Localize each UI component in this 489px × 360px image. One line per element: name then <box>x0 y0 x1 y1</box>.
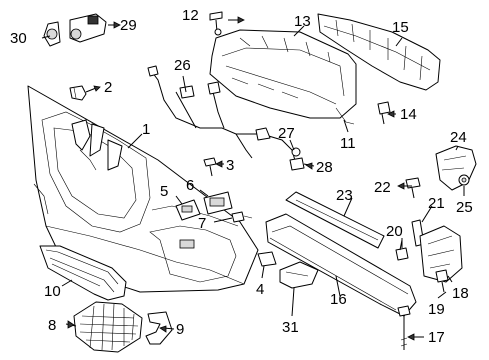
bracket-5[interactable] <box>175 199 201 221</box>
bumper-cover[interactable] <box>27 85 259 293</box>
retainer-clip[interactable] <box>257 251 277 267</box>
callout-25[interactable]: 25 <box>456 199 473 216</box>
callout-17[interactable]: 17 <box>428 329 445 346</box>
callout-12[interactable]: 12 <box>182 7 199 24</box>
push-pin[interactable] <box>209 11 223 36</box>
callout-4[interactable]: 4 <box>256 281 264 298</box>
callout-20[interactable]: 20 <box>386 223 403 240</box>
bolt-19[interactable] <box>435 269 449 293</box>
callout-19[interactable]: 19 <box>428 301 445 318</box>
callout-10[interactable]: 10 <box>44 283 61 300</box>
callout-26[interactable]: 26 <box>174 57 191 74</box>
sensor-bracket[interactable] <box>43 21 61 47</box>
callout-22[interactable]: 22 <box>374 179 391 196</box>
callout-1[interactable]: 1 <box>142 121 150 138</box>
bracket-7[interactable] <box>231 211 253 223</box>
fog-lamp-bracket[interactable] <box>145 311 173 345</box>
callout-7[interactable]: 7 <box>198 215 206 232</box>
callout-23[interactable]: 23 <box>336 187 353 204</box>
callout-3[interactable]: 3 <box>226 157 234 174</box>
callout-29[interactable]: 29 <box>120 17 137 34</box>
callout-27[interactable]: 27 <box>278 125 295 142</box>
control-module[interactable] <box>279 261 319 289</box>
lower-grille[interactable] <box>39 245 127 301</box>
upper-reinforcement[interactable] <box>317 13 441 91</box>
lower-shield[interactable] <box>209 29 357 125</box>
bolt-14[interactable] <box>377 101 391 125</box>
callout-9[interactable]: 9 <box>176 321 184 338</box>
callout-11[interactable]: 11 <box>340 135 356 152</box>
callout-28[interactable]: 28 <box>316 159 333 176</box>
callout-numbers: 30 29 2 1 12 13 15 26 14 3 27 11 28 24 2… <box>10 7 473 346</box>
callout-13[interactable]: 13 <box>294 13 311 30</box>
callout-15[interactable]: 15 <box>392 19 409 36</box>
callout-21[interactable]: 21 <box>428 195 445 212</box>
callout-18[interactable]: 18 <box>452 285 469 302</box>
callout-30[interactable]: 30 <box>10 30 27 47</box>
fog-lamp-grille[interactable] <box>73 301 143 353</box>
bracket-6[interactable] <box>203 191 233 215</box>
callout-31[interactable]: 31 <box>282 319 299 336</box>
bolt-20[interactable] <box>395 239 409 261</box>
callout-5[interactable]: 5 <box>160 183 168 200</box>
wiring-harness[interactable] <box>147 65 305 171</box>
impact-absorber[interactable] <box>285 191 385 249</box>
callout-8[interactable]: 8 <box>48 317 56 334</box>
callout-14[interactable]: 14 <box>400 106 417 123</box>
callout-24[interactable]: 24 <box>450 129 467 146</box>
side-clip[interactable] <box>458 174 470 186</box>
callout-16[interactable]: 16 <box>330 291 347 308</box>
callout-2[interactable]: 2 <box>104 79 112 96</box>
push-clip[interactable] <box>69 85 87 101</box>
impact-bar[interactable] <box>265 213 417 317</box>
callout-6[interactable]: 6 <box>186 177 194 194</box>
bolt-22[interactable] <box>405 177 421 199</box>
leader-lines <box>41 16 465 341</box>
parking-sensor[interactable] <box>69 13 107 43</box>
bolt-3[interactable] <box>203 157 217 177</box>
long-bolt[interactable] <box>397 305 411 350</box>
crash-box[interactable] <box>419 225 463 283</box>
side-bracket[interactable] <box>435 145 477 191</box>
